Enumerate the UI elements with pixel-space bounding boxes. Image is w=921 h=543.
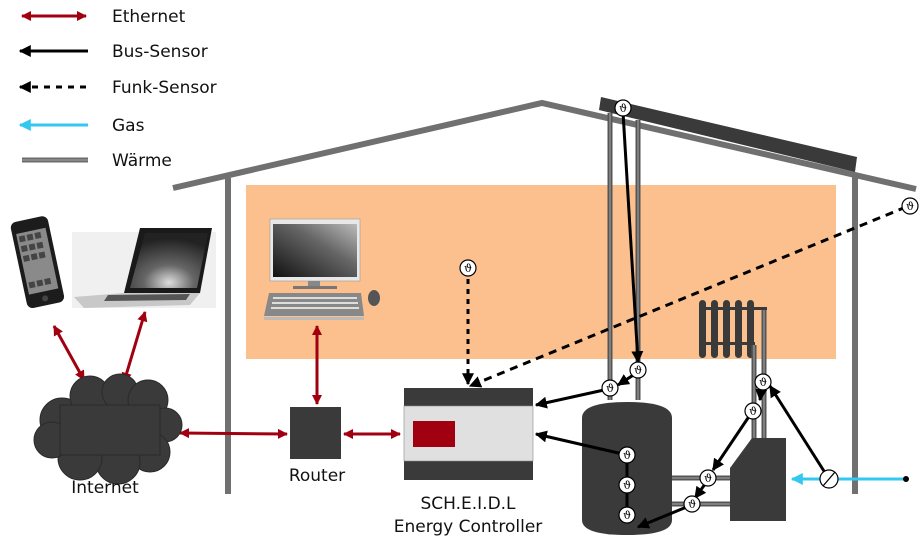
legend-label-waerme: Wärme [112,151,172,171]
svg-text:ϑ: ϑ [704,472,712,485]
room-sensor-icon: ϑ [459,259,477,277]
radiator-sensor-1-icon: ϑ [754,373,772,391]
legend-label-funk-sensor: Funk-Sensor [112,78,217,98]
svg-text:ϑ: ϑ [634,364,642,377]
svg-text:ϑ: ϑ [623,509,631,522]
roof [172,99,917,192]
bus-link-solar-sensor [621,111,644,364]
radiator [699,300,767,450]
legend-item-ethernet: Ethernet [20,7,186,27]
internet-label: Internet [71,478,139,498]
boiler-sensor-2-icon: ϑ [683,495,701,513]
boiler-sensor-1-icon: ϑ [699,469,717,487]
tank-sensor-bottom-icon: ϑ [618,506,636,524]
svg-text:ϑ: ϑ [623,449,631,462]
legend-label-ethernet: Ethernet [112,7,186,27]
controller-display [413,421,455,447]
controller-label-subtitle: Energy Controller [394,517,543,537]
bus-link-gas-meter [768,384,831,480]
svg-text:ϑ: ϑ [623,479,631,492]
bus-link-to-controller-top [534,388,605,409]
solar-sensor-icon: ϑ [614,99,632,117]
ethernet-link-phone-internet [52,325,86,381]
boiler [730,438,786,521]
house-outline [172,99,917,494]
solar-panel [599,97,857,172]
smartphone [10,216,65,309]
laptop [72,228,216,308]
flow-sensor-left-icon: ϑ [601,379,619,397]
svg-text:ϑ: ϑ [464,262,472,275]
controller-label-name: SCH.E.I.D.L [420,494,516,514]
sensor-links [462,111,907,529]
svg-text:ϑ: ϑ [688,498,696,511]
svg-text:ϑ: ϑ [759,376,767,389]
funk-link-outdoor-sensor [468,205,907,388]
internet-cloud [33,373,183,485]
ethernet-links [52,311,402,440]
desktop-computer [264,218,380,320]
legend: Ethernet Bus-Sensor Funk-Sensor Gas Wärm… [18,7,217,171]
legend-item-bus-sensor: Bus-Sensor [18,42,208,62]
tank-sensor-top-icon: ϑ [618,446,636,464]
legend-label-bus-sensor: Bus-Sensor [112,42,208,62]
outdoor-sensor-icon: ϑ [901,197,919,215]
flow-sensor-top-icon: ϑ [629,361,647,379]
radiator-sensor-2-icon: ϑ [744,402,762,420]
legend-item-gas: Gas [18,116,145,136]
router-label: Router [289,466,345,486]
energy-controller [403,388,534,480]
legend-label-gas: Gas [112,116,145,136]
gas-line [790,473,909,485]
tank-sensor-mid-icon: ϑ [618,476,636,494]
legend-item-funk-sensor: Funk-Sensor [18,78,217,98]
legend-item-waerme: Wärme [22,151,172,171]
gas-meter [819,469,839,489]
bus-link-tank-to-controller [534,430,628,457]
router-box [290,407,341,459]
svg-text:ϑ: ϑ [606,382,614,395]
ethernet-link-internet-router [178,427,289,440]
svg-text:ϑ: ϑ [619,102,627,115]
ethernet-link-laptop-internet [121,311,148,383]
svg-text:ϑ: ϑ [906,200,914,213]
svg-text:ϑ: ϑ [749,405,757,418]
